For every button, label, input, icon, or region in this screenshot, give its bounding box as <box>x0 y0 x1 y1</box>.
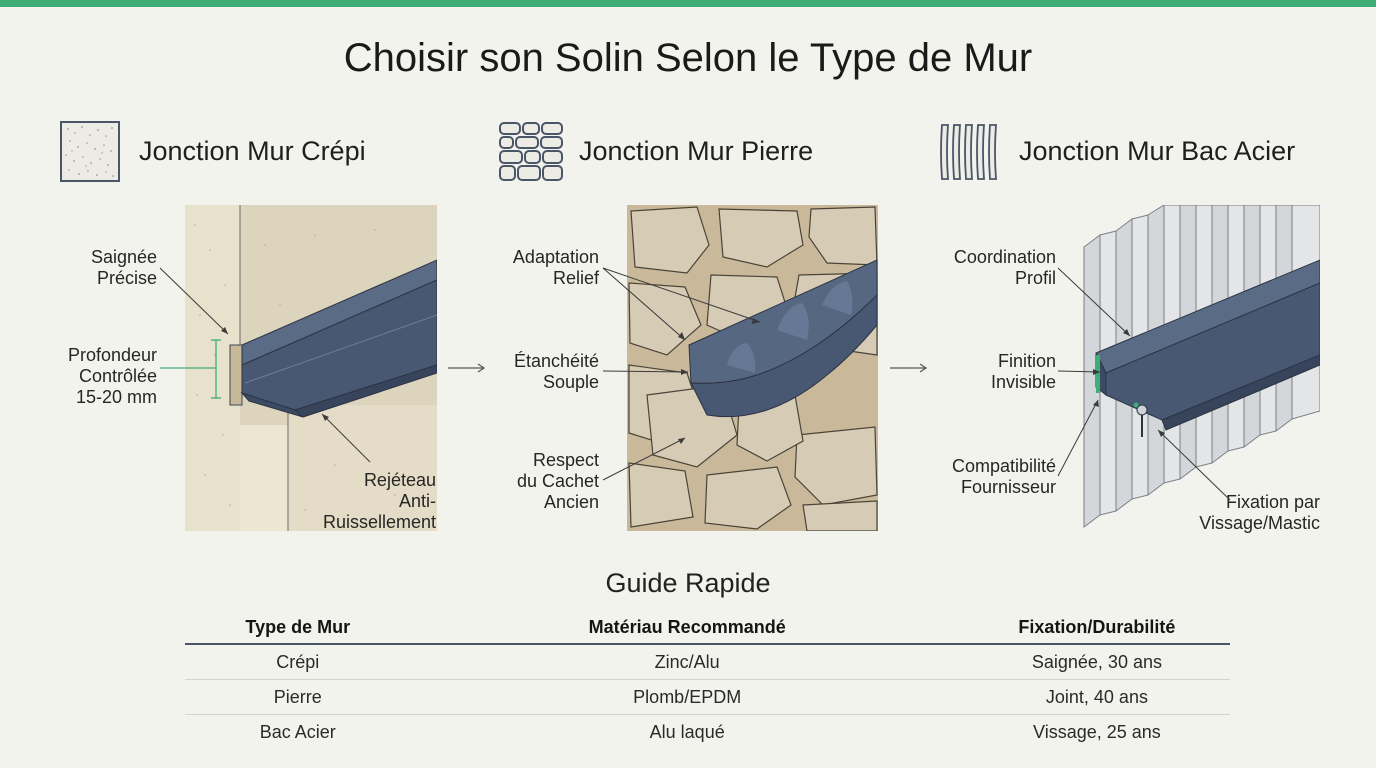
cell-fixation: Saignée, 30 ans <box>963 644 1230 680</box>
label-compatibilite-fournisseur: Compatibilité Fournisseur <box>951 456 1056 497</box>
crepi-junction-illustration <box>185 205 437 531</box>
guide-title: Guide Rapide <box>605 568 771 598</box>
stucco-texture-icon <box>60 121 120 182</box>
page-title: Choisir son Solin Selon le Type de Mur <box>343 36 1033 80</box>
section-title-bac-acier: Jonction Mur Bac Acier <box>1019 136 1296 166</box>
label-etancheite-souple: Étanchéité Souple <box>513 351 599 392</box>
section-title-pierre: Jonction Mur Pierre <box>579 136 814 166</box>
label-fixation-vissage: Fixation par Vissage/Mastic <box>1199 492 1320 533</box>
stone-wall-icon <box>499 122 563 181</box>
header-type-de-mur: Type de Mur <box>185 611 411 645</box>
corrugated-steel-icon <box>940 124 997 180</box>
label-coordination-profil: Coordination Profil <box>953 247 1056 288</box>
cell-type: Crépi <box>185 644 411 680</box>
label-profondeur-controlee: Profondeur Contrôlée 15-20 mm <box>67 345 157 407</box>
label-rejeteau: Rejéteau Anti- Ruissellement <box>322 470 436 532</box>
cell-fixation: Joint, 40 ans <box>963 679 1230 715</box>
table-row: Crépi Zinc/Alu Saignée, 30 ans <box>185 644 1230 680</box>
top-accent-bar <box>0 0 1376 7</box>
cell-materiau: Plomb/EPDM <box>410 679 964 715</box>
label-respect-cachet: Respect du Cachet Ancien <box>516 450 599 512</box>
label-adaptation-relief: Adaptation Relief <box>512 247 599 288</box>
cell-type: Pierre <box>185 679 411 715</box>
table-header-row: Type de Mur Matériau Recommandé Fixation… <box>185 611 1230 645</box>
label-finition-invisible: Finition Invisible <box>990 351 1056 392</box>
header-fixation: Fixation/Durabilité <box>963 611 1230 645</box>
bac-acier-junction-illustration <box>1083 205 1320 528</box>
cell-fixation: Vissage, 25 ans <box>1033 721 1161 742</box>
table-row: Pierre Plomb/EPDM Joint, 40 ans <box>185 679 1230 715</box>
table-row: Bac Acier Alu laqué Vissage, 25 ans <box>185 715 1230 750</box>
guide-table: Type de Mur Matériau Recommandé Fixation… <box>185 611 1230 749</box>
cell-materiau: Alu laqué <box>649 721 725 742</box>
label-saignee-precise: Saignée Précise <box>90 247 157 288</box>
cell-materiau: Zinc/Alu <box>410 644 964 680</box>
header-materiau: Matériau Recommandé <box>410 611 964 645</box>
cell-type: Bac Acier <box>259 721 336 742</box>
section-title-crepi: Jonction Mur Crépi <box>139 136 366 166</box>
leader-lines <box>159 267 1231 501</box>
